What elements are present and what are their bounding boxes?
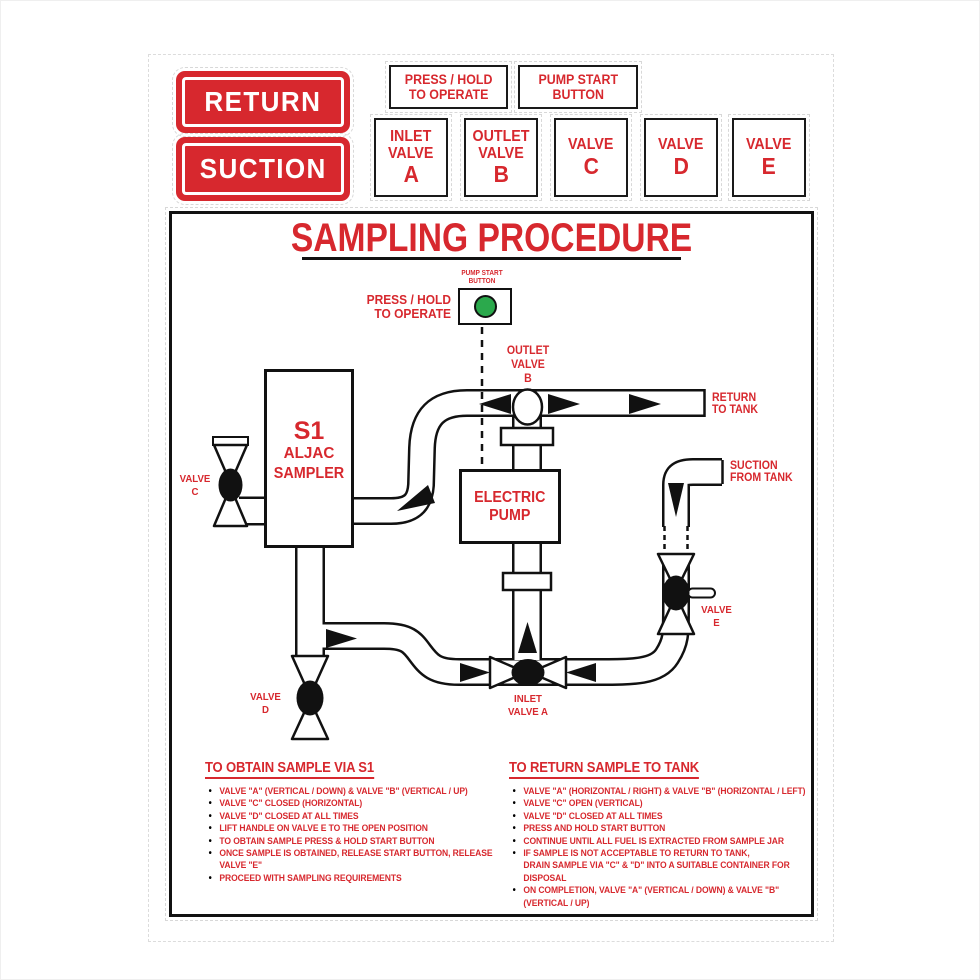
- press-hold-label-box: PRESS / HOLD TO OPERATE: [385, 61, 512, 113]
- pump-upper-flange: [499, 426, 555, 447]
- list-item: ONCE SAMPLE IS OBTAINED, RELEASE START B…: [209, 848, 502, 873]
- obtain-sample-items: VALVE "A" (VERTICAL / DOWN) & VALVE "B" …: [209, 786, 502, 886]
- list-item: TO OBTAIN SAMPLE PRESS & HOLD START BUTT…: [209, 836, 502, 849]
- sheet-cutline: [148, 54, 834, 942]
- return-sign-border: RETURN: [182, 77, 344, 127]
- list-item: IF SAMPLE IS NOT ACCEPTABLE TO RETURN TO…: [513, 848, 806, 885]
- return-sample-items: VALVE "A" (HORIZONTAL / RIGHT) & VALVE "…: [513, 786, 806, 910]
- obtain-sample-heading: TO OBTAIN SAMPLE VIA S1: [205, 760, 374, 779]
- pump-lower-flange: [501, 571, 553, 592]
- arrow-suction-down: [668, 483, 684, 517]
- suction-sign: SUCTION: [172, 133, 354, 205]
- panel-title-underline: [302, 257, 681, 260]
- arrow-after-valve-a: [566, 663, 596, 682]
- return-to-tank-caption: RETURN TO TANK: [712, 392, 759, 416]
- return-sign: RETURN: [172, 67, 354, 137]
- electric-pump-label: ELECTRIC PUMP: [474, 488, 546, 524]
- sampler-line3: SAMPLER: [273, 465, 345, 482]
- list-item: VALVE "D" CLOSED AT ALL TIMES: [513, 811, 806, 824]
- press-hold-caption: PRESS / HOLD TO OPERATE: [366, 292, 451, 321]
- arrow-up-to-pump: [518, 622, 537, 653]
- valve-d-tag-letter: D: [673, 152, 689, 179]
- valve-c-caption: VALVE C: [179, 473, 211, 498]
- list-item: VALVE "A" (HORIZONTAL / RIGHT) & VALVE "…: [513, 786, 806, 799]
- list-item: PRESS AND HOLD START BUTTON: [513, 823, 806, 836]
- arrow-return-to-tank: [629, 394, 661, 414]
- list-item: VALVE "A" (VERTICAL / DOWN) & VALVE "B" …: [209, 786, 502, 799]
- return-sign-label: RETURN: [204, 86, 322, 117]
- flow-arrows: [326, 394, 684, 682]
- list-item: LIFT HANDLE ON VALVE E TO THE OPEN POSIT…: [209, 823, 502, 836]
- valve-c-tag: VALVE C: [550, 114, 632, 201]
- valve-b-tag-lines: OUTLET VALVE: [472, 128, 530, 162]
- outlet-valve-b-caption: OUTLET VALVE B: [506, 345, 550, 385]
- suction-sign-label: SUCTION: [199, 153, 327, 184]
- panel-title: SAMPLING PROCEDURE: [290, 216, 693, 260]
- sampler-line2: ALJAC: [283, 445, 335, 462]
- valve-b-tag-letter: B: [493, 161, 509, 187]
- arrow-left-of-valve-b: [479, 394, 511, 414]
- pump-start-label-box: PUMP START BUTTON: [514, 61, 642, 113]
- electric-pump-box: ELECTRIC PUMP: [459, 469, 561, 544]
- suction-from-tank-caption: SUCTION FROM TANK: [730, 460, 793, 484]
- sampler-line1: S1: [293, 417, 325, 445]
- valve-b-tag: OUTLET VALVE B: [460, 114, 542, 201]
- press-hold-label-text: PRESS / HOLD TO OPERATE: [404, 72, 493, 102]
- valve-e-symbol: [656, 552, 716, 636]
- valve-e-handle: [687, 587, 716, 599]
- valve-b-symbol: [511, 388, 544, 426]
- obtain-sample-list: TO OBTAIN SAMPLE VIA S1 VALVE "A" (VERTI…: [205, 759, 502, 886]
- valve-e-caption: VALVE E: [701, 604, 732, 629]
- suction-pipe-break: [661, 526, 691, 553]
- valve-d-tag-lines: VALVE: [658, 136, 704, 154]
- arrow-right-of-valve-b: [548, 394, 580, 414]
- list-item: CONTINUE UNTIL ALL FUEL IS EXTRACTED FRO…: [513, 836, 806, 849]
- valve-a-tag-letter: A: [403, 161, 419, 187]
- valve-c-symbol: [212, 436, 249, 528]
- list-item: PROCEED WITH SAMPLING REQUIREMENTS: [209, 873, 502, 886]
- pump-start-button-caption: PUMP START BUTTON: [461, 270, 503, 285]
- valve-a-symbol: [488, 655, 568, 690]
- arrow-branch-right: [326, 629, 357, 648]
- valve-e-tag: VALVE E: [728, 114, 810, 201]
- pump-start-button-box: [458, 288, 512, 325]
- pump-start-button-green: [473, 295, 497, 318]
- list-item: VALVE "C" CLOSED (HORIZONTAL): [209, 798, 502, 811]
- valve-a-tag: INLET VALVE A: [370, 114, 452, 201]
- valve-e-tag-lines: VALVE: [746, 136, 792, 154]
- list-item: ON COMPLETION, VALVE "A" (VERTICAL / DOW…: [513, 885, 806, 910]
- list-item: VALVE "D" CLOSED AT ALL TIMES: [209, 811, 502, 824]
- inlet-valve-a-caption: INLET VALVE A: [507, 693, 549, 718]
- valve-d-tag: VALVE D: [640, 114, 722, 201]
- pump-start-label-text: PUMP START BUTTON: [538, 72, 618, 102]
- arrow-before-valve-a: [460, 663, 490, 682]
- return-sample-heading: TO RETURN SAMPLE TO TANK: [509, 760, 699, 779]
- arrow-into-sampler: [397, 485, 435, 511]
- suction-sign-border: SUCTION: [182, 143, 344, 195]
- valve-d-caption: VALVE D: [250, 691, 281, 716]
- valve-c-tag-lines: VALVE: [568, 136, 614, 154]
- valve-e-tag-letter: E: [761, 152, 777, 179]
- valve-a-tag-lines: INLET VALVE: [388, 128, 434, 162]
- list-item: VALVE "C" OPEN (VERTICAL): [513, 798, 806, 811]
- valve-d-symbol: [290, 654, 330, 741]
- return-sample-list: TO RETURN SAMPLE TO TANK VALVE "A" (HORI…: [509, 759, 806, 910]
- valve-c-tag-letter: C: [583, 152, 599, 179]
- sampler-box: S1 ALJAC SAMPLER: [264, 369, 354, 548]
